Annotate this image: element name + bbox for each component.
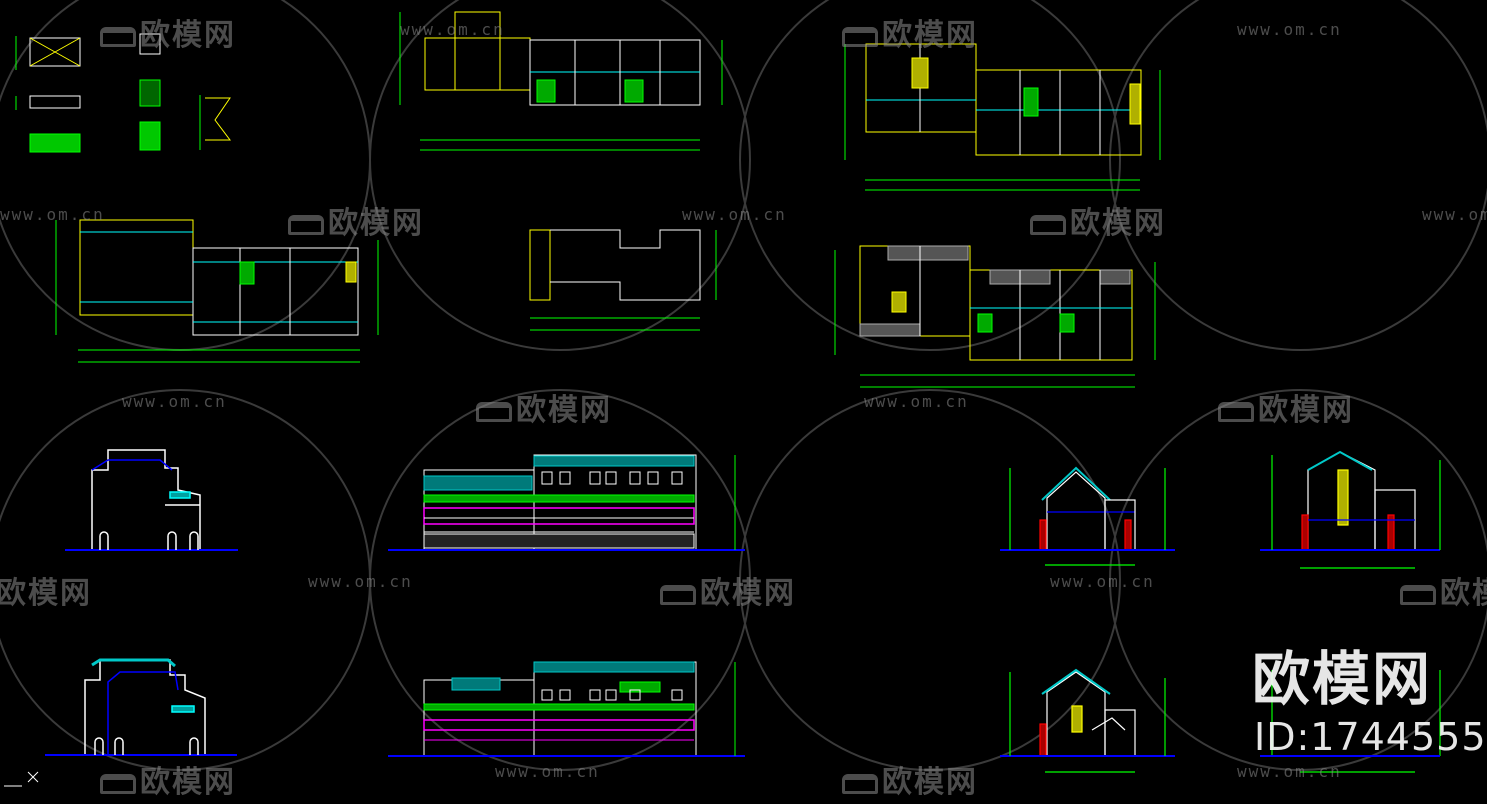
model-id-label: ID:1744555: [1254, 715, 1487, 759]
sofa-logo-icon: [660, 584, 696, 605]
watermark-url: www.om.cn: [682, 205, 787, 224]
section-2[interactable]: [1260, 450, 1441, 569]
section-4[interactable]: [1260, 670, 1441, 773]
detail-sheet[interactable]: [15, 33, 231, 153]
watermark-logo: 欧模网: [842, 10, 978, 54]
watermark-logo: 欧模网: [842, 757, 978, 801]
sofa-logo-icon: [288, 214, 324, 235]
watermark-logo: 欧模网: [1400, 568, 1487, 612]
section-1[interactable]: [1000, 466, 1175, 566]
watermark-logo: 欧模网: [1218, 385, 1354, 429]
sofa-logo-icon: [842, 26, 878, 47]
plan-left[interactable]: [55, 219, 379, 363]
watermark-url: www.om.cn: [122, 392, 227, 411]
watermark-logo: 欧模网: [100, 10, 236, 54]
watermark-url: www.om.cn: [1050, 572, 1155, 591]
front-elevation-1[interactable]: [388, 454, 745, 551]
sofa-logo-icon: [1400, 584, 1436, 605]
plan-roof-small[interactable]: [529, 229, 717, 331]
sofa-logo-icon: [100, 26, 136, 47]
plan-top-right[interactable]: [844, 43, 1161, 191]
plan-right-2[interactable]: [834, 245, 1156, 388]
sofa-logo-icon: [476, 401, 512, 422]
watermark-logo: 欧模网: [0, 576, 92, 611]
watermark-logo: 欧模网: [660, 568, 796, 612]
ucs-icon: [4, 771, 39, 787]
watermark-logo: 欧模网: [100, 757, 236, 801]
watermark-url: www.om.cn: [495, 762, 600, 781]
watermark-url: www.om.cn: [400, 20, 505, 39]
watermark-url: www.om.cn: [0, 205, 105, 224]
sofa-logo-icon: [1030, 214, 1066, 235]
watermark-url: www.om.cn: [864, 392, 969, 411]
brand-logo-text: 欧模网: [1252, 645, 1433, 713]
watermark-circles: [0, 0, 1487, 771]
watermark-logo: 欧模网: [476, 385, 612, 429]
side-elevation-2[interactable]: [45, 658, 237, 756]
watermark-url: www.om.cn: [1422, 205, 1487, 224]
sofa-logo-icon: [1218, 401, 1254, 422]
section-3[interactable]: [1000, 668, 1175, 773]
watermark-logo: 欧模网: [288, 198, 424, 242]
sofa-logo-icon: [100, 773, 136, 794]
side-elevation-1[interactable]: [65, 449, 238, 551]
watermark-url: www.om.cn: [1237, 762, 1342, 781]
watermark-url: www.om.cn: [1237, 20, 1342, 39]
sofa-logo-icon: [842, 773, 878, 794]
watermark-logo: 欧模网: [1030, 198, 1166, 242]
plan-small-top[interactable]: [399, 11, 723, 151]
watermark-url: www.om.cn: [308, 572, 413, 591]
front-elevation-2[interactable]: [388, 661, 745, 757]
